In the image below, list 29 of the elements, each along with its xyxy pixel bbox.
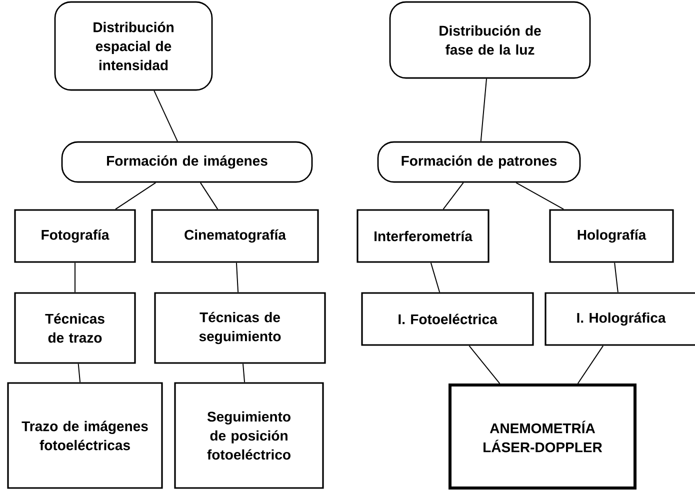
connector-line [115,182,156,210]
connector-line [442,182,464,210]
connector-line [154,90,178,142]
text-box: Holografía [549,209,674,263]
text-box: Técnicas de seguimiento [154,292,326,364]
text-box: Técnicas de trazo [14,292,136,364]
text-box: Seguimiento de posición fotoeléctrico [174,382,324,489]
connector-line [74,262,76,293]
text-box: Trazo de imágenes fotoeléctricas [7,382,163,489]
connector-line [614,262,618,293]
text-box: Interferometría [356,209,490,263]
connector-line [516,182,564,210]
connector-line [480,78,488,142]
connector-line [577,345,604,384]
connector-line [242,363,246,383]
rounded-box: Formación de patrones [377,141,581,183]
result-box: ANEMOMETRÍA LÁSER-DOPPLER [448,384,636,490]
text-box: I. Holográfica [544,292,695,346]
rounded-box: Distribución de fase de la luz [389,1,591,79]
connector-line [200,182,218,210]
rounded-box: Distribución espacial de intensidad [54,1,213,91]
connector-line [236,262,239,293]
text-box: I. Fotoeléctrica [361,292,534,346]
connector-line [430,262,440,293]
connector-line [78,363,81,383]
text-box: Cinematografía [151,209,319,263]
rounded-box: Formación de imágenes [61,141,313,183]
connector-line [468,345,500,384]
text-box: Fotografía [14,209,136,263]
